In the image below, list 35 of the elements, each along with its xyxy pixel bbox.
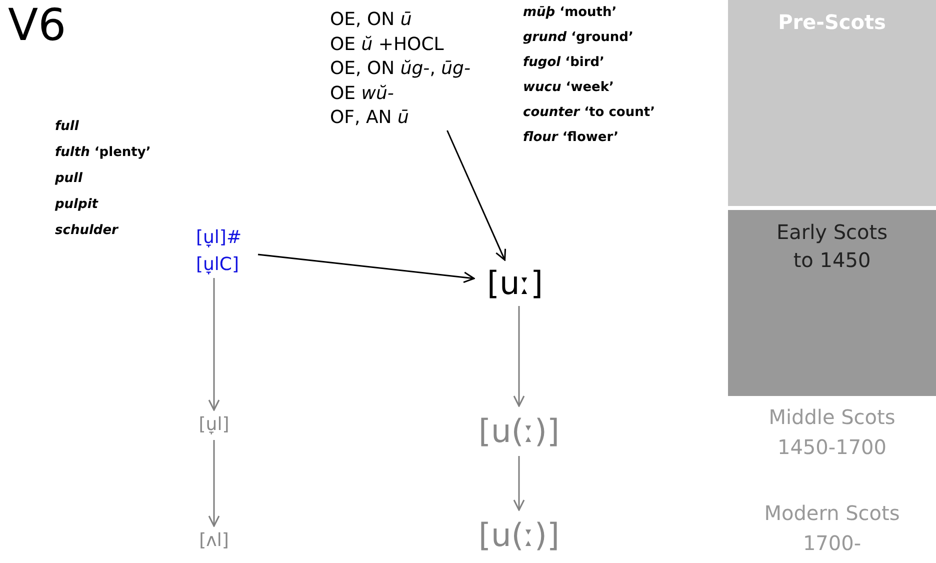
example-word: pull [55, 170, 82, 188]
example-word: fugol ‘bird’ [523, 54, 604, 72]
source-label: OE, ON ū [330, 8, 412, 32]
example-word: flour ‘flower’ [523, 129, 619, 147]
example-word: full [55, 118, 79, 136]
phoneme-label: [u(ː)] [470, 510, 568, 560]
phoneme-label: [u(ː)] [470, 406, 568, 456]
example-word: fulth ‘plenty’ [55, 144, 151, 162]
phoneme-label: [uː] [474, 260, 556, 306]
example-word: wucu ‘week’ [523, 79, 614, 97]
period-band [728, 210, 936, 396]
source-label: OE, ON ŭg-, ūg- [330, 57, 470, 81]
phoneme-label: [u̞l]# [196, 226, 242, 250]
period-label: Modern Scots 1700- [763, 500, 901, 557]
arrow [513, 456, 525, 511]
source-label: OE ŭ +HOCL [330, 32, 444, 56]
example-word: schulder [55, 222, 118, 240]
example-word: mūþ ‘mouth’ [523, 4, 617, 22]
arrow [208, 440, 220, 527]
source-label: OF, AN ū [330, 106, 409, 130]
slide-title: V6 [8, 0, 66, 51]
phoneme-label: [ʌl] [192, 526, 236, 556]
arrow [446, 130, 506, 261]
period-label: Middle Scots 1450-1700 [768, 404, 896, 461]
phoneme-label: [u̞l] [192, 410, 236, 440]
arrow [258, 254, 475, 284]
example-word: grund ‘ground’ [523, 29, 634, 47]
source-label: OE wŭ- [330, 82, 394, 106]
phoneme-label: [u̞lC] [196, 253, 240, 277]
period-label: Early Scots to 1450 [775, 219, 889, 274]
example-word: pulpit [55, 196, 98, 214]
example-word: counter ‘to count’ [523, 104, 656, 122]
arrow [513, 306, 525, 407]
period-band [728, 0, 936, 206]
arrow [208, 278, 220, 411]
